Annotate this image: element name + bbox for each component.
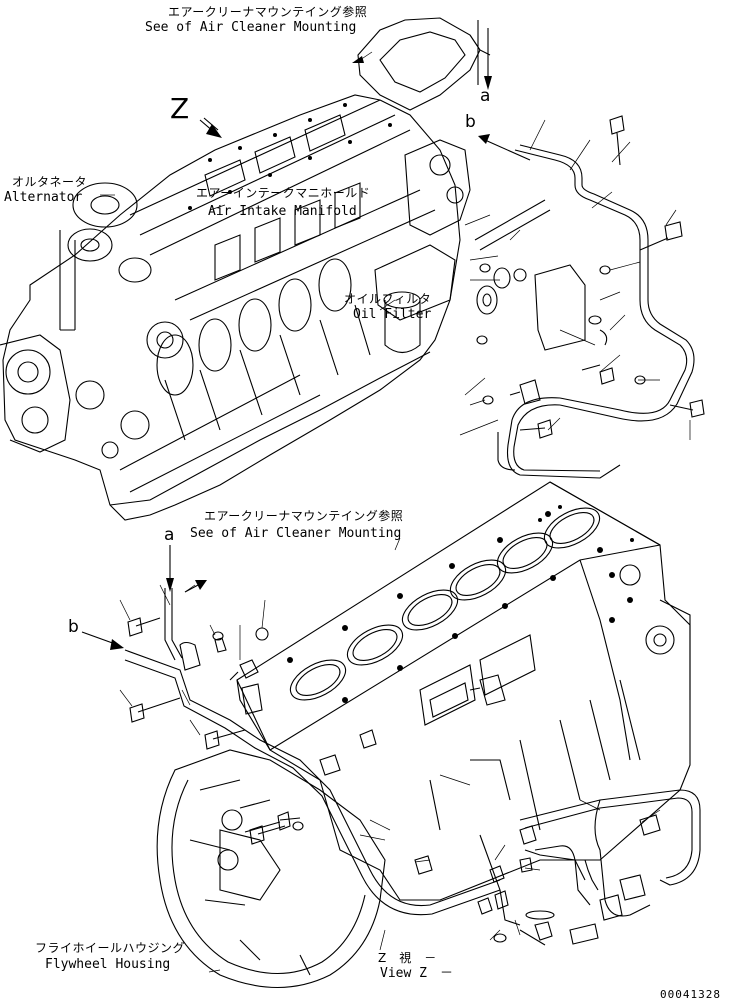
air-intake-manifold-label-jp: エアーインテークマニホールド bbox=[196, 186, 371, 200]
oil-filter-label-jp: オイルフィルタ bbox=[344, 292, 432, 306]
lower-engine-block bbox=[236, 481, 691, 901]
flywheel-housing-label-jp: フライホイールハウジング bbox=[35, 941, 186, 955]
oil-filter-label-en: Oil Filter bbox=[353, 307, 432, 322]
view-z-label-jp: Z 視 － bbox=[378, 951, 437, 965]
air-cleaner-duct bbox=[357, 17, 491, 111]
flywheel-housing bbox=[156, 749, 386, 988]
lower-tube-assembly bbox=[124, 588, 701, 946]
air-cleaner-mounting-ref-jp-top: エアークリーナマウンテイング参照 bbox=[168, 5, 368, 19]
ref-a-top: a bbox=[480, 86, 491, 106]
lower-fasteners bbox=[119, 584, 661, 951]
air-intake-manifold-label-en: Air Intake Manifold bbox=[208, 204, 357, 219]
air-cleaner-mounting-ref-en-top: See of Air Cleaner Mounting bbox=[145, 20, 357, 35]
ref-b-bottom: b bbox=[68, 617, 79, 637]
ref-b-top: b bbox=[465, 112, 476, 132]
drawing-number: 00041328 bbox=[660, 988, 721, 1000]
air-cleaner-mounting-ref-jp-bottom: エアークリーナマウンテイング参照 bbox=[204, 509, 404, 523]
view-z-marker: Z bbox=[170, 92, 190, 125]
ref-a-bottom: a bbox=[164, 525, 175, 545]
view-z-label-en: View Z － bbox=[380, 966, 453, 981]
upper-tube-assembly bbox=[459, 115, 705, 479]
flywheel-housing-label-en: Flywheel Housing bbox=[45, 957, 171, 972]
alternator-label-en: Alternator bbox=[4, 190, 83, 205]
alternator-label-jp: オルタネータ bbox=[12, 175, 88, 189]
upper-engine-block bbox=[0, 94, 471, 521]
air-cleaner-mounting-ref-en-bottom: See of Air Cleaner Mounting bbox=[190, 526, 402, 541]
